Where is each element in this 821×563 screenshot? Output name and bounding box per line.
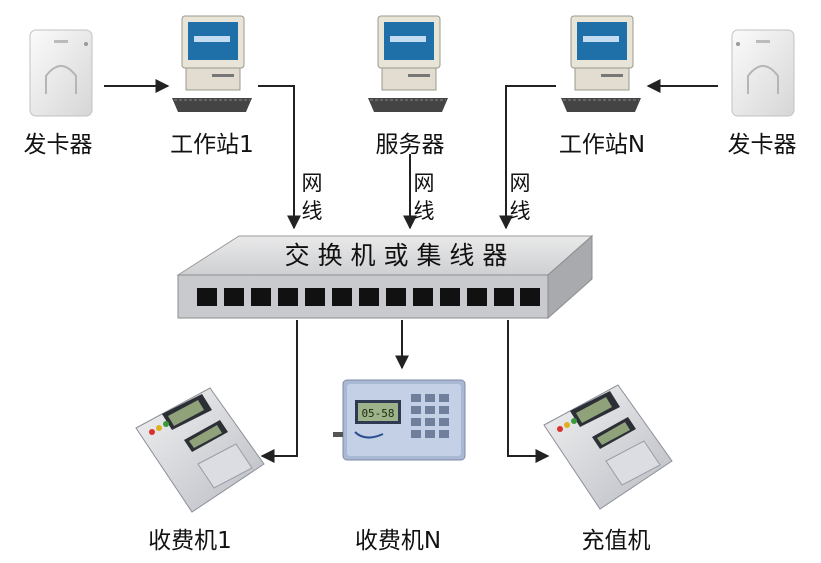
- network-switch-icon: [176, 234, 594, 320]
- pos-n-label: 收费机N: [355, 528, 441, 554]
- switch-ports: [197, 288, 540, 306]
- card-issuer-left-icon: [29, 29, 93, 117]
- card-issuer-left-label: 发卡器: [24, 132, 93, 158]
- recharge-terminal-icon: [543, 384, 673, 510]
- workstation-n-label: 工作站N: [559, 132, 645, 158]
- workstation-1-computer-icon: [172, 15, 252, 112]
- pos-terminal-n-icon: 05-58: [333, 379, 466, 461]
- recharge-label: 充值机: [582, 528, 651, 554]
- workstation-1-to-switch-wire: [258, 85, 301, 230]
- server-label: 服务器: [376, 132, 445, 158]
- pos-terminal-1-icon: [135, 387, 265, 513]
- wire-label-3-line1: 网: [510, 171, 531, 195]
- wire-label-2-line1: 网: [414, 171, 435, 195]
- workstation-n-computer-icon: [561, 15, 641, 112]
- switch-to-recharge-wire: [507, 320, 550, 463]
- switch-label: 交 换 机 或 集 线 器: [285, 241, 508, 270]
- wire-label-1-line2: 线: [302, 199, 323, 223]
- card-issuer-right-icon: [731, 29, 795, 117]
- pos-1-label: 收费机1: [148, 528, 232, 554]
- switch-to-pos-1-wire: [260, 320, 298, 463]
- wire-label-1-line1: 网: [302, 171, 323, 195]
- server-computer-icon: [368, 15, 448, 112]
- workstation-1-label: 工作站1: [170, 132, 254, 158]
- wire-label-2-line2: 线: [414, 199, 435, 223]
- workstation-n-to-switch-wire: [499, 85, 556, 230]
- pos-n-screen-reading: 05-58: [361, 407, 394, 420]
- card-issuer-right-label: 发卡器: [728, 132, 797, 158]
- wire-label-3-line2: 线: [510, 199, 531, 223]
